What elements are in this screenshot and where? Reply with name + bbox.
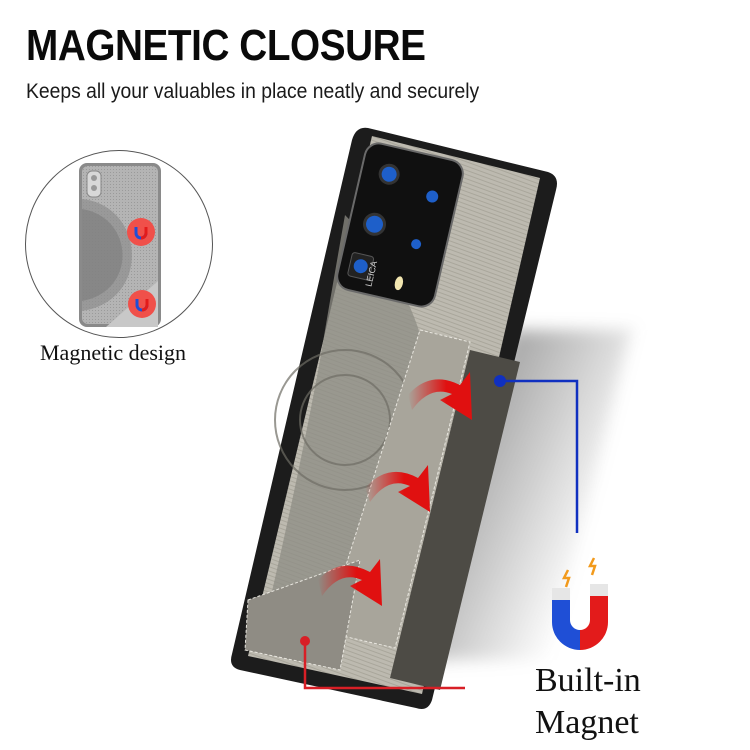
magnetic-design-inset [25,150,213,338]
triangle-flap [244,559,361,671]
magnet-label-line1: Built-in [535,662,641,699]
flap-pointer-line [300,636,465,690]
inset-magnet-badge-top [127,218,155,246]
magnet-label-line2: Magnet [535,704,639,741]
page-subtitle: Keeps all your valuables in place neatly… [26,80,480,103]
red-arrow-icon [318,372,472,606]
inset-magnet-badge-bottom [128,290,156,318]
magnet-pointer-line [494,375,579,533]
built-in-magnet-label: Built-in Magnet [535,660,641,744]
card-pocket [390,350,520,690]
inset-phone-illustration [79,163,161,327]
camera-module: LEICA [336,142,464,308]
horseshoe-magnet-icon [552,557,608,650]
inset-caption: Magnetic design [40,340,187,365]
page-title: MAGNETIC CLOSURE [26,21,426,70]
